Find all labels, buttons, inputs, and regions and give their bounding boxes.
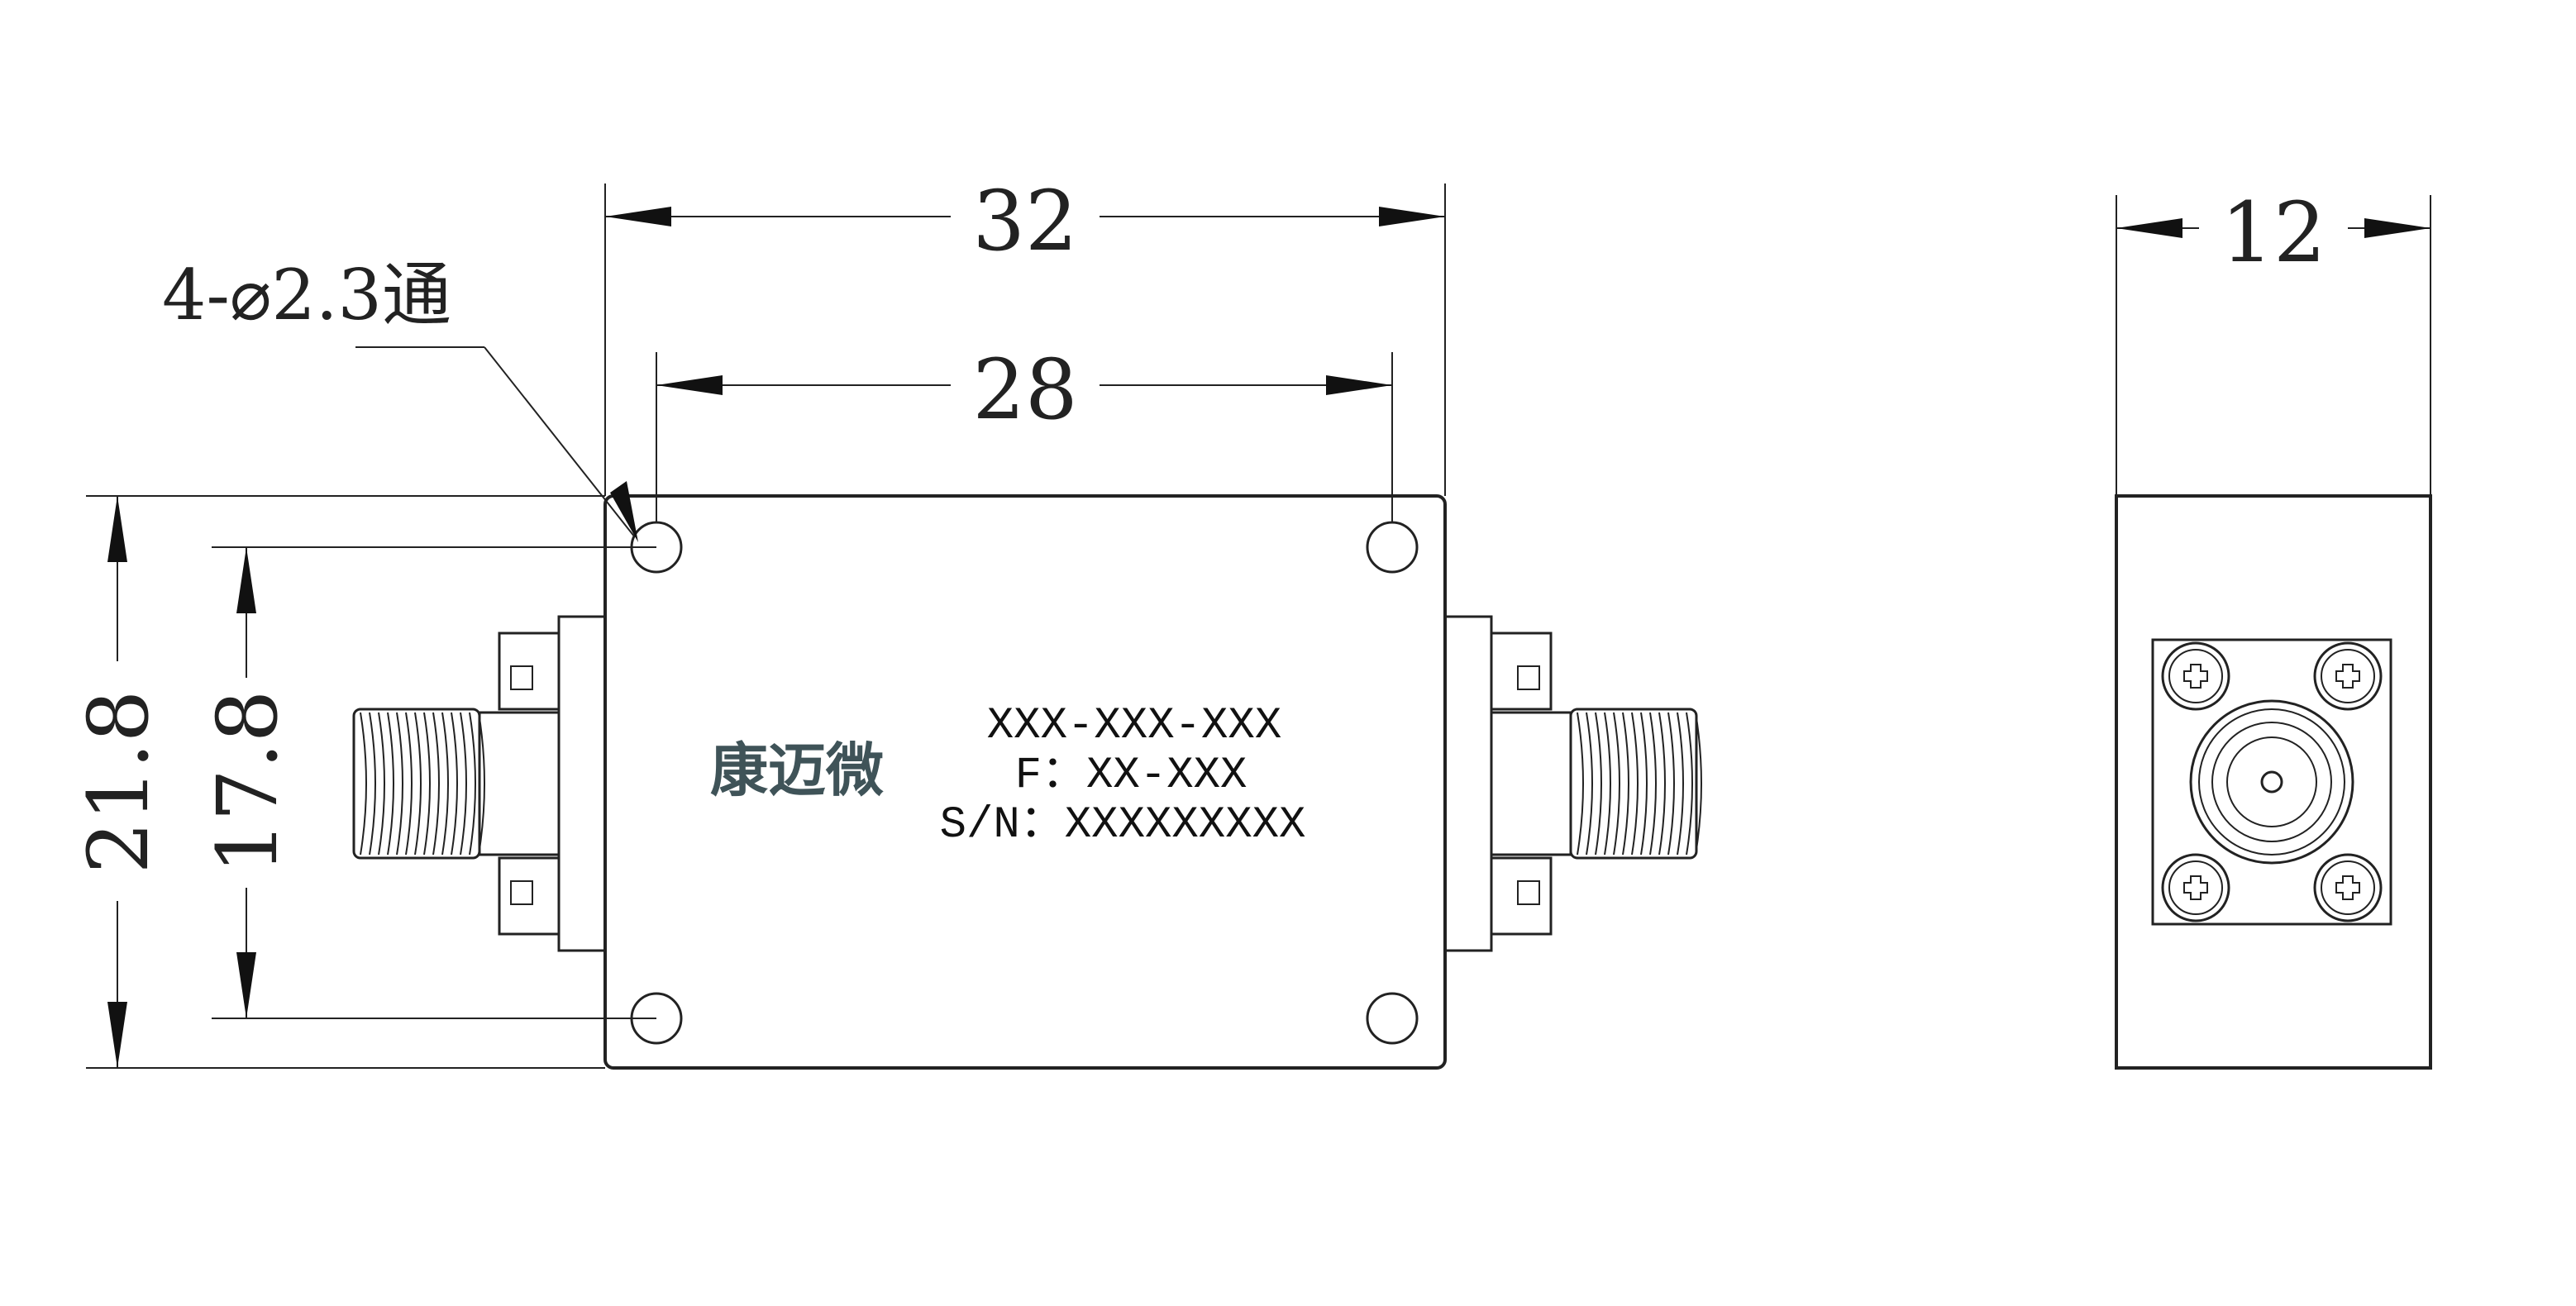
thread-line [387,712,394,856]
part-number-label: XXX-XXX-XXX [987,701,1281,751]
thread-line [1686,712,1693,856]
thread-line [396,712,403,856]
dimension-side-width: 12 [2116,184,2431,281]
dimension-overall-height: 21.8 [70,495,605,1069]
flange-screw [2313,853,2383,922]
frequency-label: F：XX-XXX [1015,751,1247,801]
thread-line [1586,712,1593,856]
side-body [2115,494,2432,1070]
thread-line [369,712,376,856]
flange-screw-inner [2168,860,2223,915]
side-connector-flange [2151,638,2392,926]
thread-line [460,712,467,856]
screw-cross-icon [2335,875,2360,900]
dimension-hole-spacing-x: 28 [656,341,1393,522]
thread-line [1677,712,1684,856]
connector-left-threads [360,712,485,856]
thread-line [1667,712,1675,856]
dim-hole-spacing-y-text: 17.8 [199,690,296,875]
side-connector-outer [2189,699,2354,865]
thread-line [378,712,385,856]
thread-line [1595,712,1602,856]
thread-line [451,712,458,856]
front-view: 康迈微 XXX-XXX-XXX F：XX-XXX S/N：XXXXXXXXX [352,494,1702,1070]
mounting-hole-bottom-right [1366,992,1419,1045]
thread-line [414,712,422,856]
side-view [2115,195,2432,1070]
thread-line [1631,712,1639,856]
flange-screw [2313,641,2383,711]
thread-line [478,712,485,856]
thread-line [1640,712,1648,856]
dim-hole-spacing-x-text: 28 [972,341,1077,438]
screw-cross-icon [2335,664,2360,689]
hole-note-text: 4-⌀2.3通 [162,255,451,336]
flange-screw [2161,853,2230,922]
thread-line [1613,712,1620,856]
side-flange-screws [2161,641,2383,922]
serial-label: S/N：XXXXXXXXX [940,800,1306,851]
thread-line [1604,712,1611,856]
hole-callout: 4-⌀2.3通 [162,255,638,542]
connector-right-threads [1577,712,1702,856]
thread-line [441,712,449,856]
flange-screw-inner [2168,649,2223,703]
thread-line [405,712,413,856]
dimension-overall-length: 32 [604,173,1446,496]
thread-line [469,712,476,856]
thread-line [423,712,431,856]
flange-screw [2161,641,2230,711]
dim-side-width-text: 12 [2221,184,2326,281]
screw-cross-icon [2183,664,2208,689]
thread-line [1695,712,1702,856]
thread-line [1649,712,1657,856]
brand-logo: 康迈微 [710,736,884,804]
thread-line [1658,712,1666,856]
mounting-hole-top-right [1366,521,1419,574]
thread-line [432,712,440,856]
thread-line [1622,712,1629,856]
dim-overall-height-text: 21.8 [70,690,167,875]
flange-screw-inner [2321,860,2375,915]
dimension-hole-spacing-y: 17.8 [199,546,656,1019]
connector-right [1443,615,1702,952]
flange-screw-inner [2321,649,2375,703]
screw-cross-icon [2183,875,2208,900]
side-connector-pin [2260,770,2283,794]
thread-line [1577,712,1584,856]
dim-overall-length-text: 32 [972,173,1077,269]
connector-left [352,615,607,952]
thread-line [360,712,367,856]
